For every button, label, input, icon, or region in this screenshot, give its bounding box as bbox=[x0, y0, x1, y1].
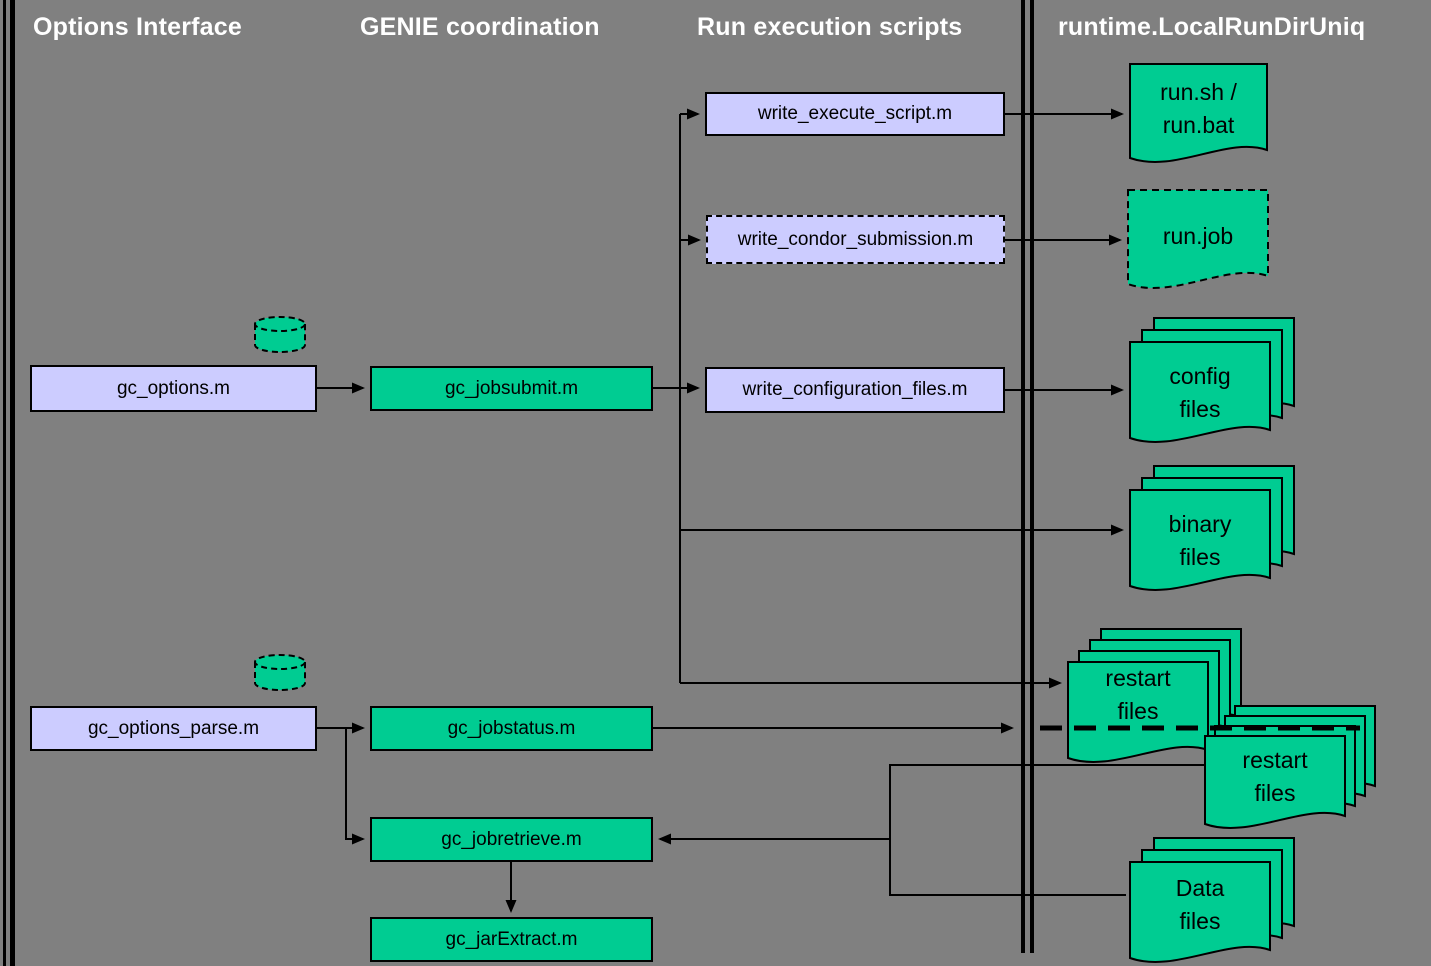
node-gc-jobstatus: gc_jobstatus.m bbox=[370, 706, 653, 751]
document-icon-run-script bbox=[1129, 63, 1268, 163]
document-label-line: run.job bbox=[1162, 223, 1234, 249]
node-gc-jobretrieve: gc_jobretrieve.m bbox=[370, 817, 653, 862]
column-header-runtime-localrundiruniq: runtime.LocalRunDirUniq bbox=[1058, 13, 1366, 41]
column-header-genie-coordination: GENIE coordination bbox=[360, 13, 600, 41]
document-label-restart-files-a: restart files bbox=[1068, 662, 1208, 728]
document-stack-icon-data-files bbox=[1129, 837, 1295, 963]
document-label-data-files: Data files bbox=[1130, 872, 1270, 938]
document-label-line: files bbox=[1254, 780, 1296, 806]
document-stack-icon-restart-files-a bbox=[1067, 628, 1242, 763]
document-label-line: restart bbox=[1105, 665, 1171, 691]
database-icon-options-parse bbox=[254, 654, 306, 691]
document-label-line: run.sh / bbox=[1160, 79, 1237, 105]
document-stack-icon-binary-files bbox=[1129, 465, 1295, 591]
document-label-line: restart bbox=[1242, 747, 1308, 773]
node-gc-options-parse: gc_options_parse.m bbox=[30, 706, 317, 751]
node-gc-options: gc_options.m bbox=[30, 365, 317, 412]
database-icon-options bbox=[254, 316, 306, 353]
node-gc-jobsubmit: gc_jobsubmit.m bbox=[370, 366, 653, 411]
document-label-line: files bbox=[1179, 396, 1221, 422]
node-write-configuration-files: write_configuration_files.m bbox=[705, 367, 1005, 413]
node-write-execute-script: write_execute_script.m bbox=[705, 92, 1005, 136]
runtime-boundary-double-line bbox=[1021, 0, 1034, 953]
document-label-restart-files-b: restart files bbox=[1205, 744, 1345, 810]
document-label-line: Data bbox=[1175, 875, 1225, 901]
line-restart-data-collector bbox=[889, 764, 1205, 896]
document-label-line: files bbox=[1179, 544, 1221, 570]
left-boundary-double-line bbox=[3, 0, 15, 966]
arrow-optionsparse-to-jobretrieve bbox=[345, 728, 365, 845]
document-label-run-script: run.sh / run.bat bbox=[1130, 76, 1267, 142]
document-label-config-files: config files bbox=[1130, 360, 1270, 426]
document-label-line: run.bat bbox=[1162, 112, 1235, 138]
document-label-line: binary bbox=[1168, 511, 1232, 537]
connector-lines bbox=[317, 108, 1205, 913]
column-header-options-interface: Options Interface bbox=[33, 13, 242, 41]
document-label-line: files bbox=[1179, 908, 1221, 934]
document-label-line: files bbox=[1117, 698, 1159, 724]
document-stack-icon-config-files bbox=[1129, 317, 1295, 443]
node-write-condor-submission: write_condor_submission.m bbox=[706, 215, 1005, 264]
column-header-run-execution-scripts: Run execution scripts bbox=[697, 13, 963, 41]
node-gc-jarextract: gc_jarExtract.m bbox=[370, 917, 653, 962]
document-label-binary-files: binary files bbox=[1130, 508, 1270, 574]
document-label-line: config bbox=[1169, 363, 1231, 389]
document-icon-run-job bbox=[1127, 189, 1269, 289]
document-label-run-job: run.job bbox=[1128, 220, 1268, 253]
document-stack-icon-restart-files-b bbox=[1204, 705, 1376, 829]
